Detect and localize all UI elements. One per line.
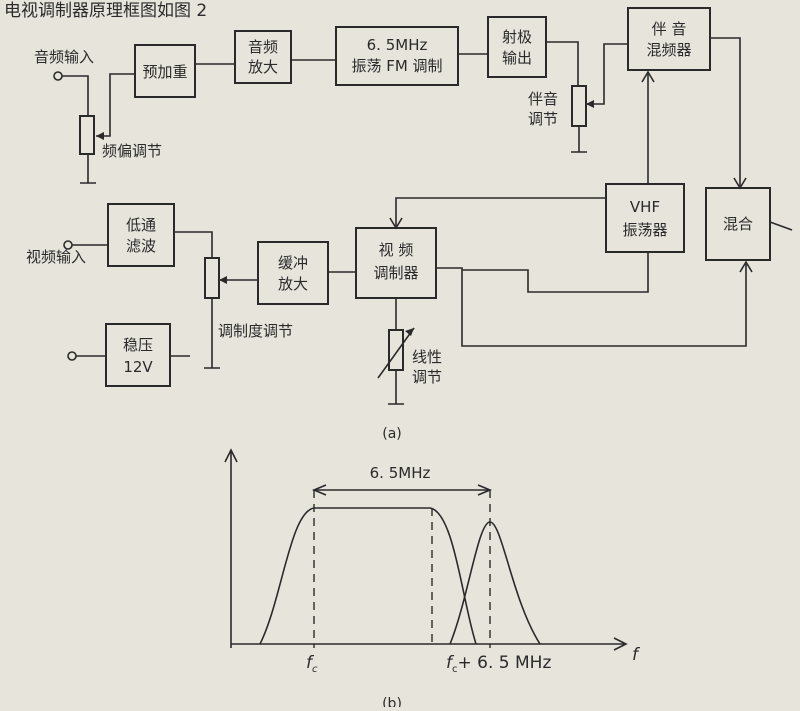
span-arrow-left bbox=[311, 484, 327, 496]
linearity-adjust-arrow bbox=[377, 327, 415, 379]
wire-lpf-to-pot bbox=[174, 231, 213, 258]
wire-linearity-ground bbox=[388, 370, 404, 405]
lowpass-label-2: 滤波 bbox=[126, 237, 156, 255]
lowpass-filter-block bbox=[107, 203, 175, 267]
mixer-block bbox=[705, 187, 771, 261]
wire-vhf-to-video-mod bbox=[395, 197, 606, 226]
wire-sound-pot-to-mixer bbox=[586, 43, 628, 105]
fm-oscillator-label-1: 6. 5MHz bbox=[367, 36, 428, 54]
arrow-into-sound-mixer bbox=[641, 70, 655, 83]
wire-deviation-ground bbox=[80, 154, 96, 184]
deviation-potentiometer bbox=[79, 115, 95, 155]
vhf-oscillator-label-2: 振荡器 bbox=[622, 221, 667, 239]
mixer-label: 混合 bbox=[723, 215, 753, 233]
wire-sound-pot-ground bbox=[571, 126, 587, 153]
emitter-follower-block bbox=[487, 16, 547, 78]
fm-oscillator-label-2: 振荡 FM 调制 bbox=[351, 57, 442, 75]
regulator-label-2: 12V bbox=[123, 358, 153, 376]
wire-audio-in bbox=[62, 75, 89, 116]
header-text: 电视调制器原理框图如图 2 bbox=[4, 1, 207, 21]
sound-mixer-label-1: 伴 音 bbox=[652, 20, 687, 38]
video-modulator-label-1: 视 频 bbox=[379, 241, 414, 259]
modulation-depth-potentiometer bbox=[204, 257, 220, 299]
deviation-wiper-arrow bbox=[96, 132, 104, 140]
preemphasis-label: 预加重 bbox=[142, 63, 187, 81]
buffer-amp-label-1: 缓冲 bbox=[278, 254, 308, 272]
tick-fc: fc bbox=[306, 653, 318, 675]
lowpass-label-1: 低通 bbox=[126, 216, 156, 234]
vhf-oscillator-label-1: VHF bbox=[630, 198, 660, 216]
video-modulator-label-2: 调制器 bbox=[373, 264, 418, 282]
span-arrow-right bbox=[477, 484, 493, 496]
sound-mixer-block bbox=[627, 7, 711, 71]
arrow-video-into-mixer bbox=[739, 260, 753, 273]
sound-wiper-arrow bbox=[586, 100, 594, 108]
tick-fc-plus: fc+ 6. 5 MHz bbox=[446, 653, 551, 675]
buffer-amp-label-2: 放大 bbox=[278, 275, 308, 293]
emitter-follower-label-1: 射极 bbox=[502, 28, 532, 46]
span-label: 6. 5MHz bbox=[370, 464, 431, 482]
modulation-depth-label: 调制度调节 bbox=[218, 322, 293, 340]
mod-wiper-arrow bbox=[219, 276, 227, 284]
wire-mod-pot-ground bbox=[204, 298, 220, 369]
audio-amp-block bbox=[234, 30, 292, 84]
spectrum-y-arrow bbox=[224, 448, 238, 463]
sound-adj-label-1: 伴音 bbox=[528, 90, 558, 108]
fm-oscillator-block bbox=[335, 26, 459, 86]
sound-carrier-curve bbox=[449, 521, 541, 645]
linearity-arrow-head bbox=[405, 328, 414, 336]
buffer-amp-block bbox=[257, 241, 329, 305]
regulator-input-terminal bbox=[67, 351, 77, 361]
linearity-label-1: 线性 bbox=[412, 348, 442, 366]
wire-sound-mixer-to-mix bbox=[710, 37, 741, 186]
regulator-label-1: 稳压 bbox=[123, 336, 153, 354]
spectrum-x-arrow bbox=[613, 637, 628, 651]
wire-mixer-output bbox=[769, 221, 793, 231]
emitter-follower-label-2: 输出 bbox=[502, 49, 532, 67]
audio-input-terminal bbox=[53, 71, 63, 81]
video-input-label: 视频输入 bbox=[26, 248, 86, 266]
wire-video-mod-to-mixer bbox=[436, 264, 747, 347]
linearity-potentiometer bbox=[388, 329, 404, 371]
sound-adj-label-2: 调节 bbox=[528, 110, 558, 128]
sound-mixer-label-2: 混频器 bbox=[646, 41, 691, 59]
audio-amp-label-1: 音频 bbox=[248, 38, 278, 56]
caption-b: (b) bbox=[382, 696, 402, 707]
wire-vhf-return bbox=[462, 252, 649, 293]
caption-a: (a) bbox=[382, 426, 402, 442]
audio-input-label: 音频输入 bbox=[34, 48, 94, 66]
preemphasis-block bbox=[134, 44, 196, 98]
wire-emitter-to-pot bbox=[546, 41, 579, 86]
linearity-label-2: 调节 bbox=[412, 368, 442, 386]
video-spectrum-curve bbox=[259, 507, 477, 645]
x-axis-label: f bbox=[632, 645, 641, 665]
wire-deviation-to-preemphasis bbox=[96, 73, 135, 137]
sound-level-potentiometer bbox=[571, 85, 587, 127]
regulator-block bbox=[105, 323, 171, 387]
vhf-oscillator-block bbox=[605, 183, 685, 253]
audio-amp-label-2: 放大 bbox=[248, 58, 278, 76]
deviation-label: 频偏调节 bbox=[102, 142, 162, 160]
video-modulator-block bbox=[355, 227, 437, 299]
